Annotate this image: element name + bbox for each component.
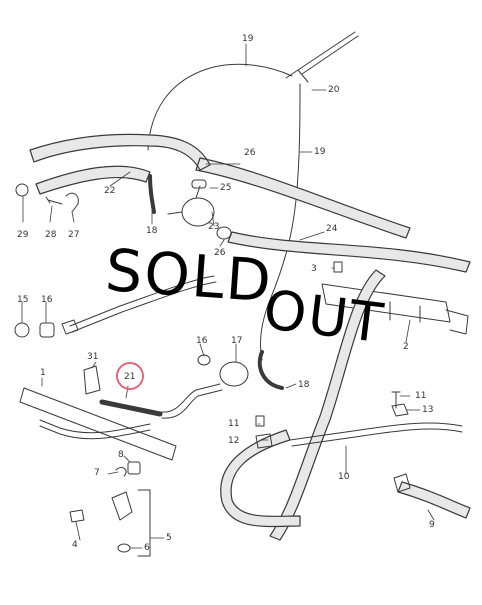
bolt-3	[333, 261, 343, 273]
o-ring-6	[117, 543, 131, 553]
callout-29: 29	[17, 230, 29, 240]
callout-13: 13	[422, 405, 434, 415]
callout-6: 6	[144, 543, 150, 553]
y-piece-20	[285, 31, 359, 83]
callout-18-top: 18	[146, 226, 158, 236]
callout-10: 10	[338, 472, 350, 482]
callout-18-lower: 18	[298, 380, 310, 390]
tube-19-top	[147, 63, 293, 151]
callout-9: 9	[429, 520, 435, 530]
callout-28: 28	[45, 230, 57, 240]
nut-fitting	[61, 319, 79, 335]
callout-27: 27	[68, 230, 80, 240]
stamp-word-out: OUT	[260, 278, 389, 356]
fuel-line-21-bend	[159, 383, 223, 419]
hose-23	[35, 165, 151, 195]
callout-11-right: 11	[415, 391, 427, 401]
callout-4: 4	[72, 540, 78, 550]
clip-12	[255, 433, 273, 449]
callout-15: 15	[17, 295, 29, 305]
clamp-26-top	[191, 179, 207, 189]
callout-30: 26	[244, 148, 256, 158]
fuel-rail-2	[321, 283, 451, 323]
callout-19-right: 19	[314, 147, 326, 157]
callout-24: 23	[208, 222, 220, 232]
callout-12: 12	[228, 436, 240, 446]
fuel-line-21	[99, 399, 163, 417]
clamp-26-mid	[216, 226, 232, 240]
callout-17: 17	[231, 336, 243, 346]
callout-7: 7	[94, 468, 100, 478]
hose-30	[29, 133, 411, 239]
bracket-27	[65, 192, 79, 213]
callout-16-left: 16	[41, 295, 53, 305]
damper-17	[219, 361, 249, 387]
callout-8: 8	[118, 450, 124, 460]
callout-3: 3	[311, 264, 317, 274]
tube-18-top	[148, 174, 156, 214]
hose-10	[269, 269, 386, 541]
leader-lines	[21, 43, 435, 549]
callout-26-mid: 26	[214, 248, 226, 258]
washer-16	[39, 322, 55, 338]
clip-4	[69, 509, 85, 523]
screw-28	[45, 196, 63, 205]
highlight-circle-21	[116, 362, 144, 390]
callout-20: 20	[328, 85, 340, 95]
nut-8	[127, 461, 141, 475]
callout-25: 24	[326, 224, 338, 234]
tube-9	[397, 481, 471, 519]
fuel-line-left	[39, 419, 151, 440]
clamp-29	[15, 183, 29, 197]
hose-10-lower	[220, 429, 301, 528]
callout-1: 1	[40, 368, 46, 378]
callout-5: 5	[166, 533, 172, 543]
callout-31: 31	[87, 352, 99, 362]
fuel-line-right	[289, 422, 463, 447]
callout-2: 2	[403, 342, 409, 352]
hose-25	[227, 231, 471, 273]
sold-out-stamp: SOLD OUT	[103, 236, 388, 355]
fitting-15	[14, 322, 30, 338]
fuel-rail-2-end	[445, 309, 469, 335]
callout-11-left: 11	[228, 419, 240, 429]
injector-5	[111, 491, 133, 521]
fuel-line-upper	[69, 275, 217, 333]
fuel-rail-1	[19, 387, 177, 461]
callout-23: 22	[104, 186, 116, 196]
callout-19-top: 19	[242, 34, 254, 44]
clamp-7	[115, 467, 127, 477]
callout-21: 21	[124, 372, 136, 382]
hose-18-lower	[257, 350, 284, 390]
bolt-11-left	[255, 415, 265, 427]
stamp-word-sold: SOLD	[103, 236, 276, 316]
clip-31	[83, 365, 101, 395]
fitting-9	[393, 473, 411, 493]
clamp-16	[197, 354, 211, 366]
callout-16-mid: 16	[196, 336, 208, 346]
bracket-5	[137, 489, 151, 557]
callout-26-top: 25	[220, 183, 232, 193]
clip-13	[391, 403, 409, 417]
